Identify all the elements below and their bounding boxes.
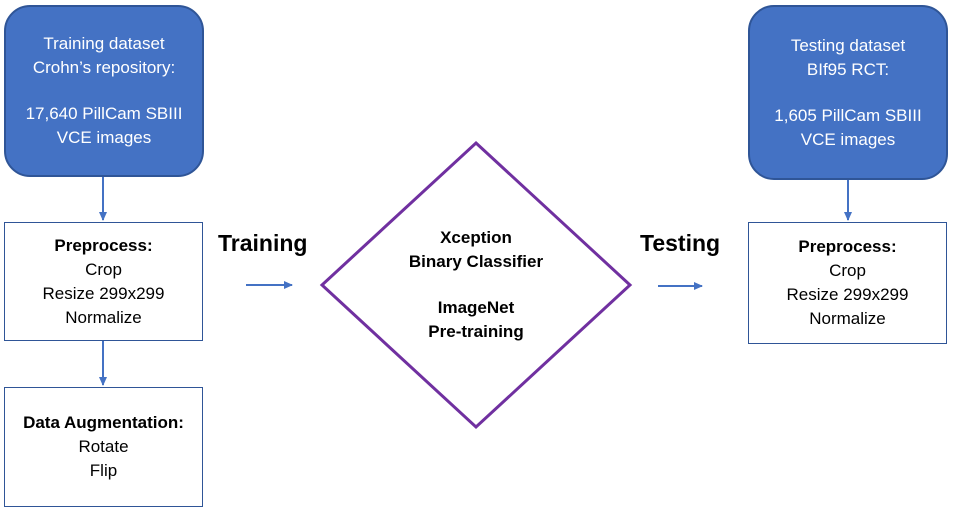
preprocess-training-step: Normalize [65,307,142,327]
model-pretraining-dataset: ImageNet [437,298,515,317]
preprocess-testing-step: Crop [829,261,866,280]
training-dataset-box: Training dataset Crohn’s repository: 17,… [4,5,204,177]
testing-dataset-box: Testing dataset BIf95 RCT: 1,605 PillCam… [748,5,948,180]
model-type: Binary Classifier [408,252,544,271]
model-pretraining-label: Pre-training [428,322,524,341]
testing-dataset-count: 1,605 PillCam SBIII [774,105,922,125]
augmentation-step: Rotate [78,437,129,456]
model-diamond-shape [319,140,633,430]
testing-dataset-source: BIf95 RCT: [806,59,890,79]
augmentation-box: Data Augmentation: Rotate Flip [4,387,203,507]
augmentation-step: Flip [89,461,118,480]
preprocess-testing-step: Normalize [809,309,886,328]
testing-dataset-type: VCE images [800,129,896,149]
training-dataset-source: Crohn’s repository: [32,58,176,77]
model-label: Xception Binary Classifier ImageNet Pre-… [376,226,576,344]
preprocess-testing-heading: Preprocess: [798,237,897,256]
testing-phase-label: Testing [640,230,721,256]
preprocess-training-box: Preprocess: Crop Resize 299x299 Normaliz… [4,222,203,341]
augmentation-heading: Data Augmentation: [23,413,184,432]
preprocess-training-step: Crop [85,259,122,279]
training-dataset-type: VCE images [56,128,152,147]
preprocess-training-heading: Preprocess: [54,235,153,255]
training-dataset-count: 17,640 PillCam SBIII [25,104,183,123]
preprocess-testing-box: Preprocess: Crop Resize 299x299 Normaliz… [748,222,947,344]
preprocess-training-step: Resize 299x299 [42,283,165,303]
preprocess-testing-step: Resize 299x299 [786,285,909,304]
training-dataset-title: Training dataset [43,34,165,53]
testing-dataset-title: Testing dataset [790,35,906,55]
training-phase-label: Training [218,230,308,256]
model-architecture: Xception [440,228,512,247]
